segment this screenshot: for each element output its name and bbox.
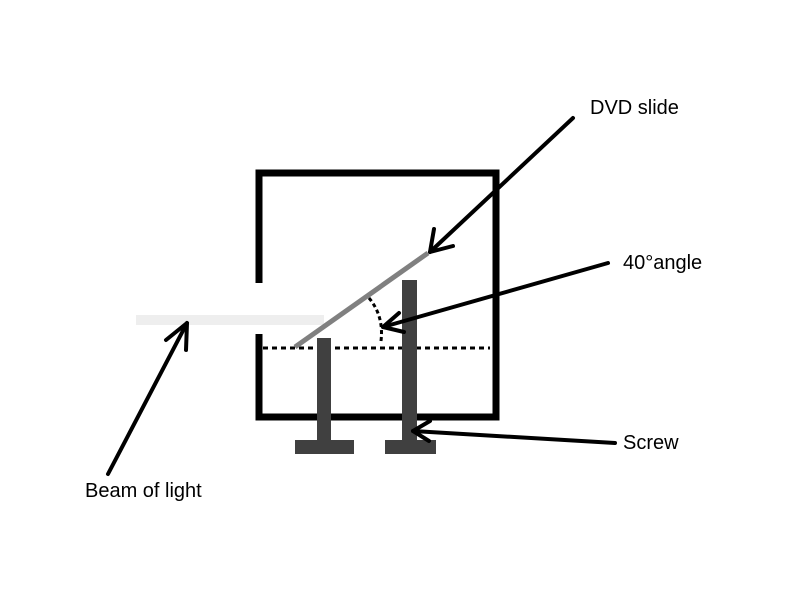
- beam-arrow-icon: [106, 321, 189, 476]
- screw-left: [295, 338, 354, 454]
- angle-label: 40°angle: [623, 252, 703, 274]
- light-beam: [136, 315, 324, 325]
- screw-arrow-icon: [411, 419, 617, 445]
- screw-right-shaft: [402, 280, 417, 442]
- beam-label: Beam of light: [85, 480, 202, 502]
- dvd-slide-arrow-icon: [428, 116, 575, 254]
- screw-label: Screw: [623, 432, 679, 454]
- screw-left-head: [295, 440, 354, 454]
- box-frame-upper: [255, 169, 500, 421]
- angle-arrow-icon: [381, 261, 610, 334]
- box-frame: [255, 169, 500, 421]
- screw-right: [385, 280, 436, 454]
- angle-arc: [367, 297, 383, 342]
- screw-right-head: [385, 440, 436, 454]
- dvd-slide: [293, 250, 430, 350]
- screw-left-shaft: [317, 338, 331, 442]
- arrow-icon: [106, 116, 617, 476]
- dvd-slide-label: DVD slide: [590, 97, 679, 119]
